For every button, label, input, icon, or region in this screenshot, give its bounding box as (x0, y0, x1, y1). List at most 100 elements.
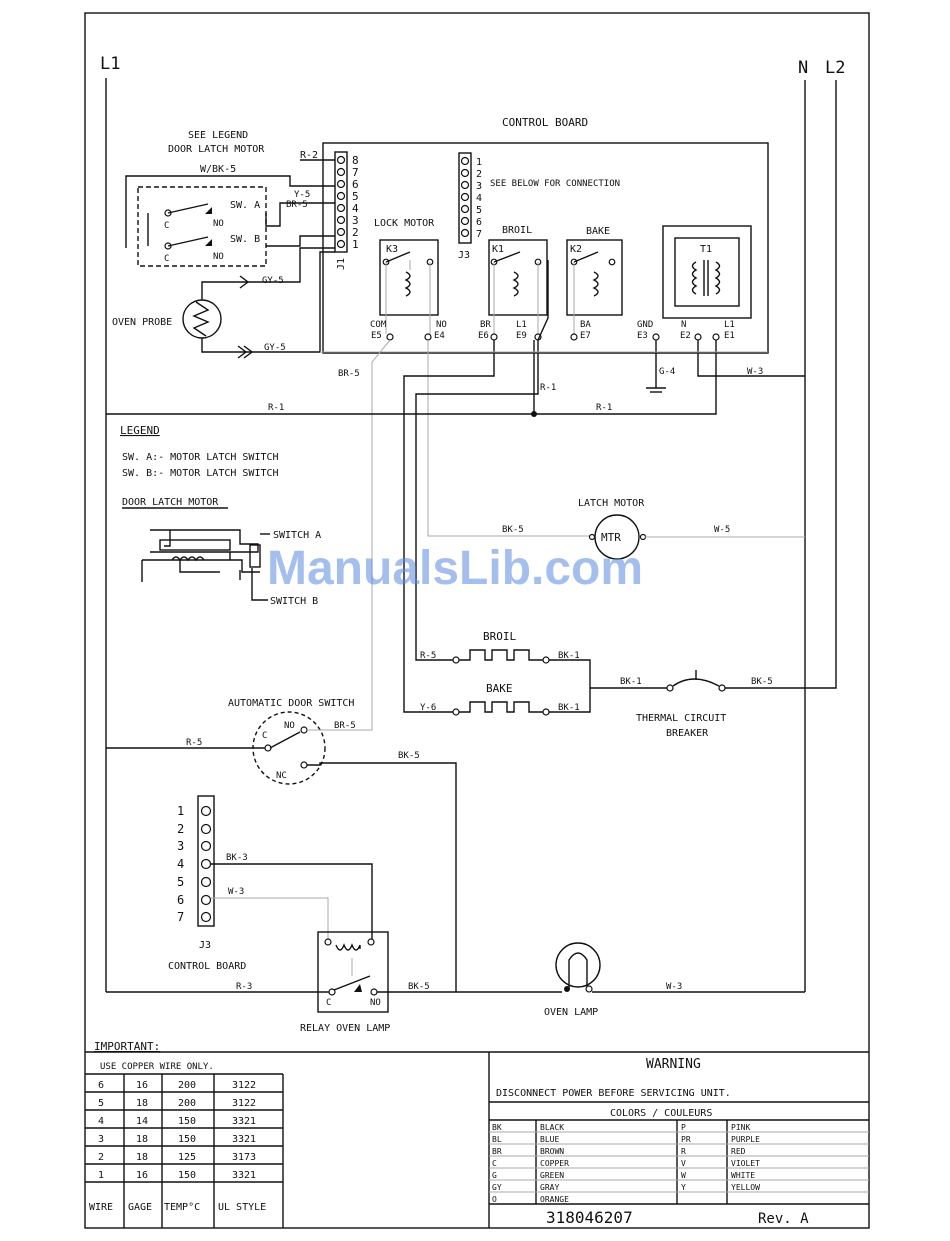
bk5-tcb-label: BK-5 (751, 677, 773, 687)
g4-label: G-4 (659, 367, 675, 377)
color-name-copper: COPPER (540, 1159, 569, 1168)
legend-sw-a: SW. A:- MOTOR LATCH SWITCH (122, 452, 279, 463)
com-label: COM (370, 320, 387, 330)
bake-relay-label: BAKE (586, 226, 610, 237)
bk5-door-label: BK-5 (398, 751, 420, 761)
color-name-red: RED (731, 1147, 746, 1156)
sw-a-no-label: NO (213, 219, 224, 229)
j3-top-pin-4: 4 (476, 193, 482, 204)
l2-label: L2 (825, 58, 845, 78)
color-code-g: G (492, 1171, 497, 1180)
j3-top-pin-7: 7 (476, 229, 482, 240)
color-name-brown: BROWN (540, 1147, 564, 1156)
wire-row-4-temp: 150 (178, 1134, 196, 1145)
gy5-upper-label: GY-5 (262, 276, 284, 286)
r5-door-label: R-5 (186, 738, 202, 748)
wire-row-1-gage: 16 (136, 1080, 148, 1091)
warning-text: DISCONNECT POWER BEFORE SERVICING UNIT. (496, 1088, 731, 1099)
mtr-label: MTR (601, 531, 621, 544)
door-latch-motor-title: DOOR LATCH MOTOR (122, 497, 219, 508)
j3-top-pin-6: 6 (476, 217, 482, 228)
warning-block (488, 1052, 869, 1228)
j3-bottom-pin-1: 1 (177, 804, 184, 818)
t1-transformer (662, 225, 752, 319)
k1-relay (488, 239, 548, 316)
br5-top-label: BR-5 (286, 200, 308, 210)
n-term-label: N (681, 320, 686, 330)
wire-row-2-gage: 18 (136, 1098, 148, 1109)
e2-label: E2 (680, 331, 691, 341)
color-name-yellow: YELLOW (731, 1183, 760, 1192)
w3-j3-label: W-3 (228, 887, 244, 897)
wire-row-5-gage: 18 (136, 1152, 148, 1163)
bake-element (459, 701, 543, 713)
bk5-latch-label: BK-5 (502, 525, 524, 535)
wire-row-4-gage: 18 (136, 1134, 148, 1145)
bk5-latch-wire (427, 340, 590, 537)
color-code-gy: GY (492, 1183, 502, 1192)
color-name-gray: GRAY (540, 1183, 559, 1192)
color-code-bl: BL (492, 1135, 502, 1144)
j3-bottom-pin-6: 6 (177, 893, 184, 907)
relay-oven-lamp-label: RELAY OVEN LAMP (300, 1023, 390, 1034)
j1-pins (336, 155, 346, 249)
e7-label: E7 (580, 331, 591, 341)
j3-top-pin-1: 1 (476, 157, 482, 168)
r5-broil-wire (415, 340, 539, 661)
see-below-label: SEE BELOW FOR CONNECTION (490, 179, 620, 189)
j3-top-label: J3 (458, 250, 470, 261)
auto-door-switch-label: AUTOMATIC DOOR SWITCH (228, 698, 354, 709)
k2-label: K2 (570, 244, 582, 255)
ba-term-label: BA (580, 320, 591, 330)
j1-pin-4: 4 (352, 202, 359, 215)
r2-label: R-2 (300, 150, 318, 161)
color-name-pink: PINK (731, 1123, 750, 1132)
broil-element-label: BROIL (483, 630, 516, 643)
j1-pin-8: 8 (352, 154, 359, 167)
j3-bottom-pin-7: 7 (177, 910, 184, 924)
r1-wire (106, 340, 717, 415)
broil-element (459, 649, 543, 661)
e1-label: E1 (724, 331, 735, 341)
sw-b-no-label: NO (213, 252, 224, 262)
color-code-pr: PR (681, 1135, 691, 1144)
k2-relay (566, 239, 623, 316)
k3-relay (379, 239, 439, 316)
door-nc-label: NC (276, 771, 287, 781)
sw-a-label: SW. A (230, 200, 260, 211)
wire-row-6-wire: 1 (98, 1170, 104, 1181)
j3-bottom-pin-2: 2 (177, 822, 184, 836)
bk5-relay-label: BK-5 (408, 982, 430, 992)
sw-b-label: SW. B (230, 234, 260, 245)
wire-row-6-gage: 16 (136, 1170, 148, 1181)
r1-right-label: R-1 (596, 403, 612, 413)
wire-row-5-temp: 125 (178, 1152, 196, 1163)
e5-label: E5 (371, 331, 382, 341)
w3-top-label: W-3 (747, 367, 763, 377)
latch-motor-label: LATCH MOTOR (578, 498, 645, 509)
no-e4-label: NO (436, 320, 447, 330)
j3-bottom-label: J3 (199, 940, 211, 951)
wire-row-3-temp: 150 (178, 1116, 196, 1127)
bake-element-label: BAKE (486, 682, 513, 695)
oven-lamp-label: OVEN LAMP (544, 1007, 598, 1018)
n-label: N (798, 58, 808, 78)
br5-door-label: BR-5 (334, 721, 356, 731)
wire-row-6-style: 3321 (232, 1170, 256, 1181)
legend-sw-b: SW. B:- MOTOR LATCH SWITCH (122, 468, 279, 479)
relay-oven-lamp (317, 931, 389, 1013)
gy5-lower-label: GY-5 (264, 343, 286, 353)
bk1-bake-label: BK-1 (558, 703, 580, 713)
j3-top-pins (460, 156, 470, 238)
k1-label: K1 (492, 244, 504, 255)
j1-pin-7: 7 (352, 166, 359, 179)
wire-row-1-temp: 200 (178, 1080, 196, 1091)
color-code-r: R (681, 1147, 686, 1156)
color-name-black: BLACK (540, 1123, 564, 1132)
relay-no-label: NO (370, 998, 381, 1008)
j1-label: J1 (336, 258, 347, 270)
thermal-breaker-label-1: THERMAL CIRCUIT (636, 713, 726, 724)
door-latch-motor-drawing (141, 529, 261, 582)
wire-row-2-wire: 5 (98, 1098, 104, 1109)
